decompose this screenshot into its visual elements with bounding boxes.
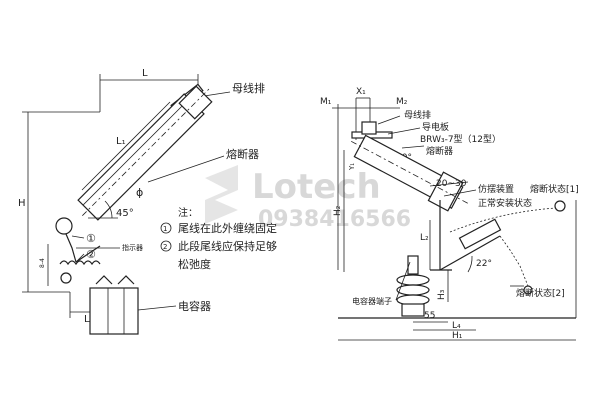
watermark: Lotech 0938416566: [205, 165, 411, 232]
dim-label-H1: H₁: [452, 331, 463, 341]
capacitor-bushing: [396, 255, 430, 317]
dim-label-L2: L₂: [84, 314, 94, 325]
label-blown-state-1: 熔断状态[1]: [530, 183, 579, 195]
label-busbar-right: 母线排: [404, 109, 431, 121]
dim-label-L: L: [142, 68, 148, 79]
capacitor-terminals: [95, 275, 135, 285]
label-phi: ϕ: [136, 186, 143, 199]
dim-label-L4: L₄: [452, 321, 461, 331]
label-terminal: 电容器端子: [352, 296, 392, 306]
dim-label-M2: M₂: [396, 97, 408, 107]
dim-label-side: 8-4: [39, 258, 46, 268]
fuse-tube-left: [77, 85, 213, 221]
angle-45-label: 45°: [116, 208, 134, 219]
label-blown-state-2: 熔断状态[2]: [516, 287, 565, 299]
dim-label-M1: M₁: [320, 97, 332, 107]
watermark-brand: Lotech: [252, 167, 381, 207]
notes-block: 注： 1 尾线在此外缠绕固定 2 此段尾线应保持足够 松弛度: [160, 206, 277, 271]
label-fuse-left: 熔断器: [226, 147, 259, 161]
label-fuse-right: 熔断器: [426, 145, 453, 157]
dim-label-55: 55: [424, 311, 435, 321]
dim-label-L2-right: L₂: [420, 233, 429, 243]
dim-label-X1: X₁: [356, 87, 366, 97]
label-swing-device: 仿摆装置: [478, 183, 514, 195]
dim-label-H3: H₃: [437, 289, 447, 300]
watermark-phone: 0938416566: [258, 207, 411, 232]
capacitor-body: [89, 287, 139, 335]
label-busbar-left: 母线排: [232, 81, 265, 95]
notes-title: 注：: [178, 206, 198, 219]
label-normal-state: 正常安装状态: [478, 197, 532, 209]
svg-text:2: 2: [163, 243, 167, 251]
dim-label-H: H: [18, 198, 26, 209]
label-conductor-plate: 导电板: [422, 121, 449, 133]
tail-wire-coil: [59, 260, 101, 266]
dim-label-L1: L₁: [116, 136, 126, 147]
note-2: 此段尾线应保持足够: [178, 239, 277, 253]
watermark-logo-icon: [205, 165, 238, 224]
dim-line-L1: [81, 101, 171, 191]
callout-1: ①: [86, 232, 96, 245]
right-diagram: M₁ X₁ M₂ 母线排 导电板 BRW₃-7型（12型） 熔断器 30° Y₁…: [320, 87, 579, 341]
label-capacitor: 电容器: [178, 299, 211, 313]
label-model: BRW₃-7型（12型）: [420, 134, 501, 145]
angle-22-label: 22°: [476, 259, 492, 269]
label-indicator: 指示器: [122, 243, 143, 252]
pendant-wire: [499, 235, 529, 287]
bolt-right: [361, 121, 377, 135]
svg-text:1: 1: [163, 225, 167, 233]
blown-state-1-path: [449, 207, 557, 233]
callout-2: ②: [86, 248, 96, 261]
indicator-ring: [55, 217, 73, 235]
note-2-cont: 松弛度: [178, 257, 211, 271]
left-diagram: L 母线排 L₁ 熔断器 ϕ 45° H 8-4: [18, 68, 277, 335]
dim-label-Y1: Y₁: [348, 163, 356, 171]
fuse-tube-right: [350, 134, 468, 212]
note-1: 尾线在此外缠绕固定: [178, 221, 277, 235]
dim-label-H2: H₂: [333, 205, 343, 216]
